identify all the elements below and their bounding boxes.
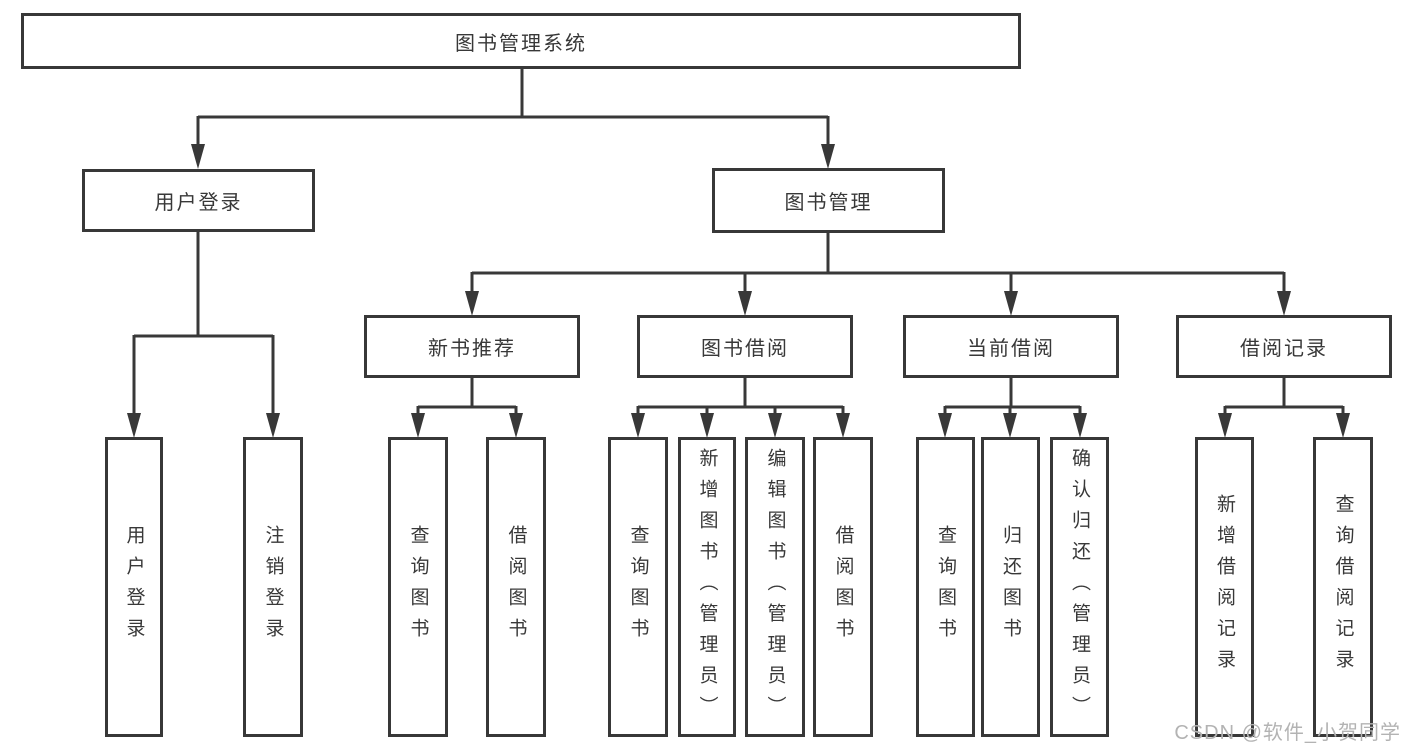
node-book-borrowing: 图书借阅 xyxy=(637,315,853,378)
node-label: 图书借阅 xyxy=(701,338,789,360)
node-user-login: 用户登录 xyxy=(105,437,163,737)
node-confirm-return-admin: 确认归还（管理员） xyxy=(1050,437,1109,737)
node-label: 新增图书（管理员） xyxy=(696,447,718,727)
node-label: 确认归还（管理员） xyxy=(1069,447,1090,727)
node-logout: 注销登录 xyxy=(243,437,303,737)
node-borrow-books: 借阅图书 xyxy=(813,437,873,737)
node-label: 当前借阅 xyxy=(967,338,1055,360)
node-query-books-recommend: 查询图书 xyxy=(388,437,448,737)
node-library-management-system: 图书管理系统 xyxy=(21,13,1021,69)
node-new-book-recommendation: 新书推荐 xyxy=(364,315,580,378)
node-label: 借阅图书 xyxy=(832,525,854,649)
csdn-watermark: CSDN @软件_小贺同学 xyxy=(1174,722,1401,744)
node-label: 查询图书 xyxy=(627,525,649,649)
node-edit-books-admin: 编辑图书（管理员） xyxy=(745,437,805,737)
node-label: 借阅图书 xyxy=(505,525,527,649)
node-borrow-books-recommend: 借阅图书 xyxy=(486,437,546,737)
node-label: 归还图书 xyxy=(1000,525,1021,649)
node-label: 图书管理系统 xyxy=(455,32,587,55)
node-query-books-current: 查询图书 xyxy=(916,437,975,737)
node-label: 新增借阅记录 xyxy=(1214,494,1235,680)
arrowheads xyxy=(127,144,1350,438)
node-borrowing-records: 借阅记录 xyxy=(1176,315,1392,378)
node-book-management-module: 图书管理 xyxy=(712,168,945,233)
node-label: 查询图书 xyxy=(935,525,956,649)
node-add-borrow-record: 新增借阅记录 xyxy=(1195,437,1254,737)
node-label: 新书推荐 xyxy=(428,338,516,360)
node-query-books-borrowing: 查询图书 xyxy=(608,437,668,737)
node-label: 查询借阅记录 xyxy=(1332,494,1354,680)
node-label: 查询图书 xyxy=(407,525,429,649)
node-query-borrow-record: 查询借阅记录 xyxy=(1313,437,1373,737)
node-label: 用户登录 xyxy=(123,525,145,649)
node-current-borrowing: 当前借阅 xyxy=(903,315,1119,378)
node-add-books-admin: 新增图书（管理员） xyxy=(678,437,736,737)
node-user-login-module: 用户登录 xyxy=(82,169,315,232)
node-label: 图书管理 xyxy=(784,192,873,214)
node-label: 注销登录 xyxy=(262,525,284,649)
node-return-books: 归还图书 xyxy=(981,437,1040,737)
node-label: 借阅记录 xyxy=(1240,338,1328,360)
node-label: 用户登录 xyxy=(154,192,243,214)
node-label: 编辑图书（管理员） xyxy=(764,447,786,727)
